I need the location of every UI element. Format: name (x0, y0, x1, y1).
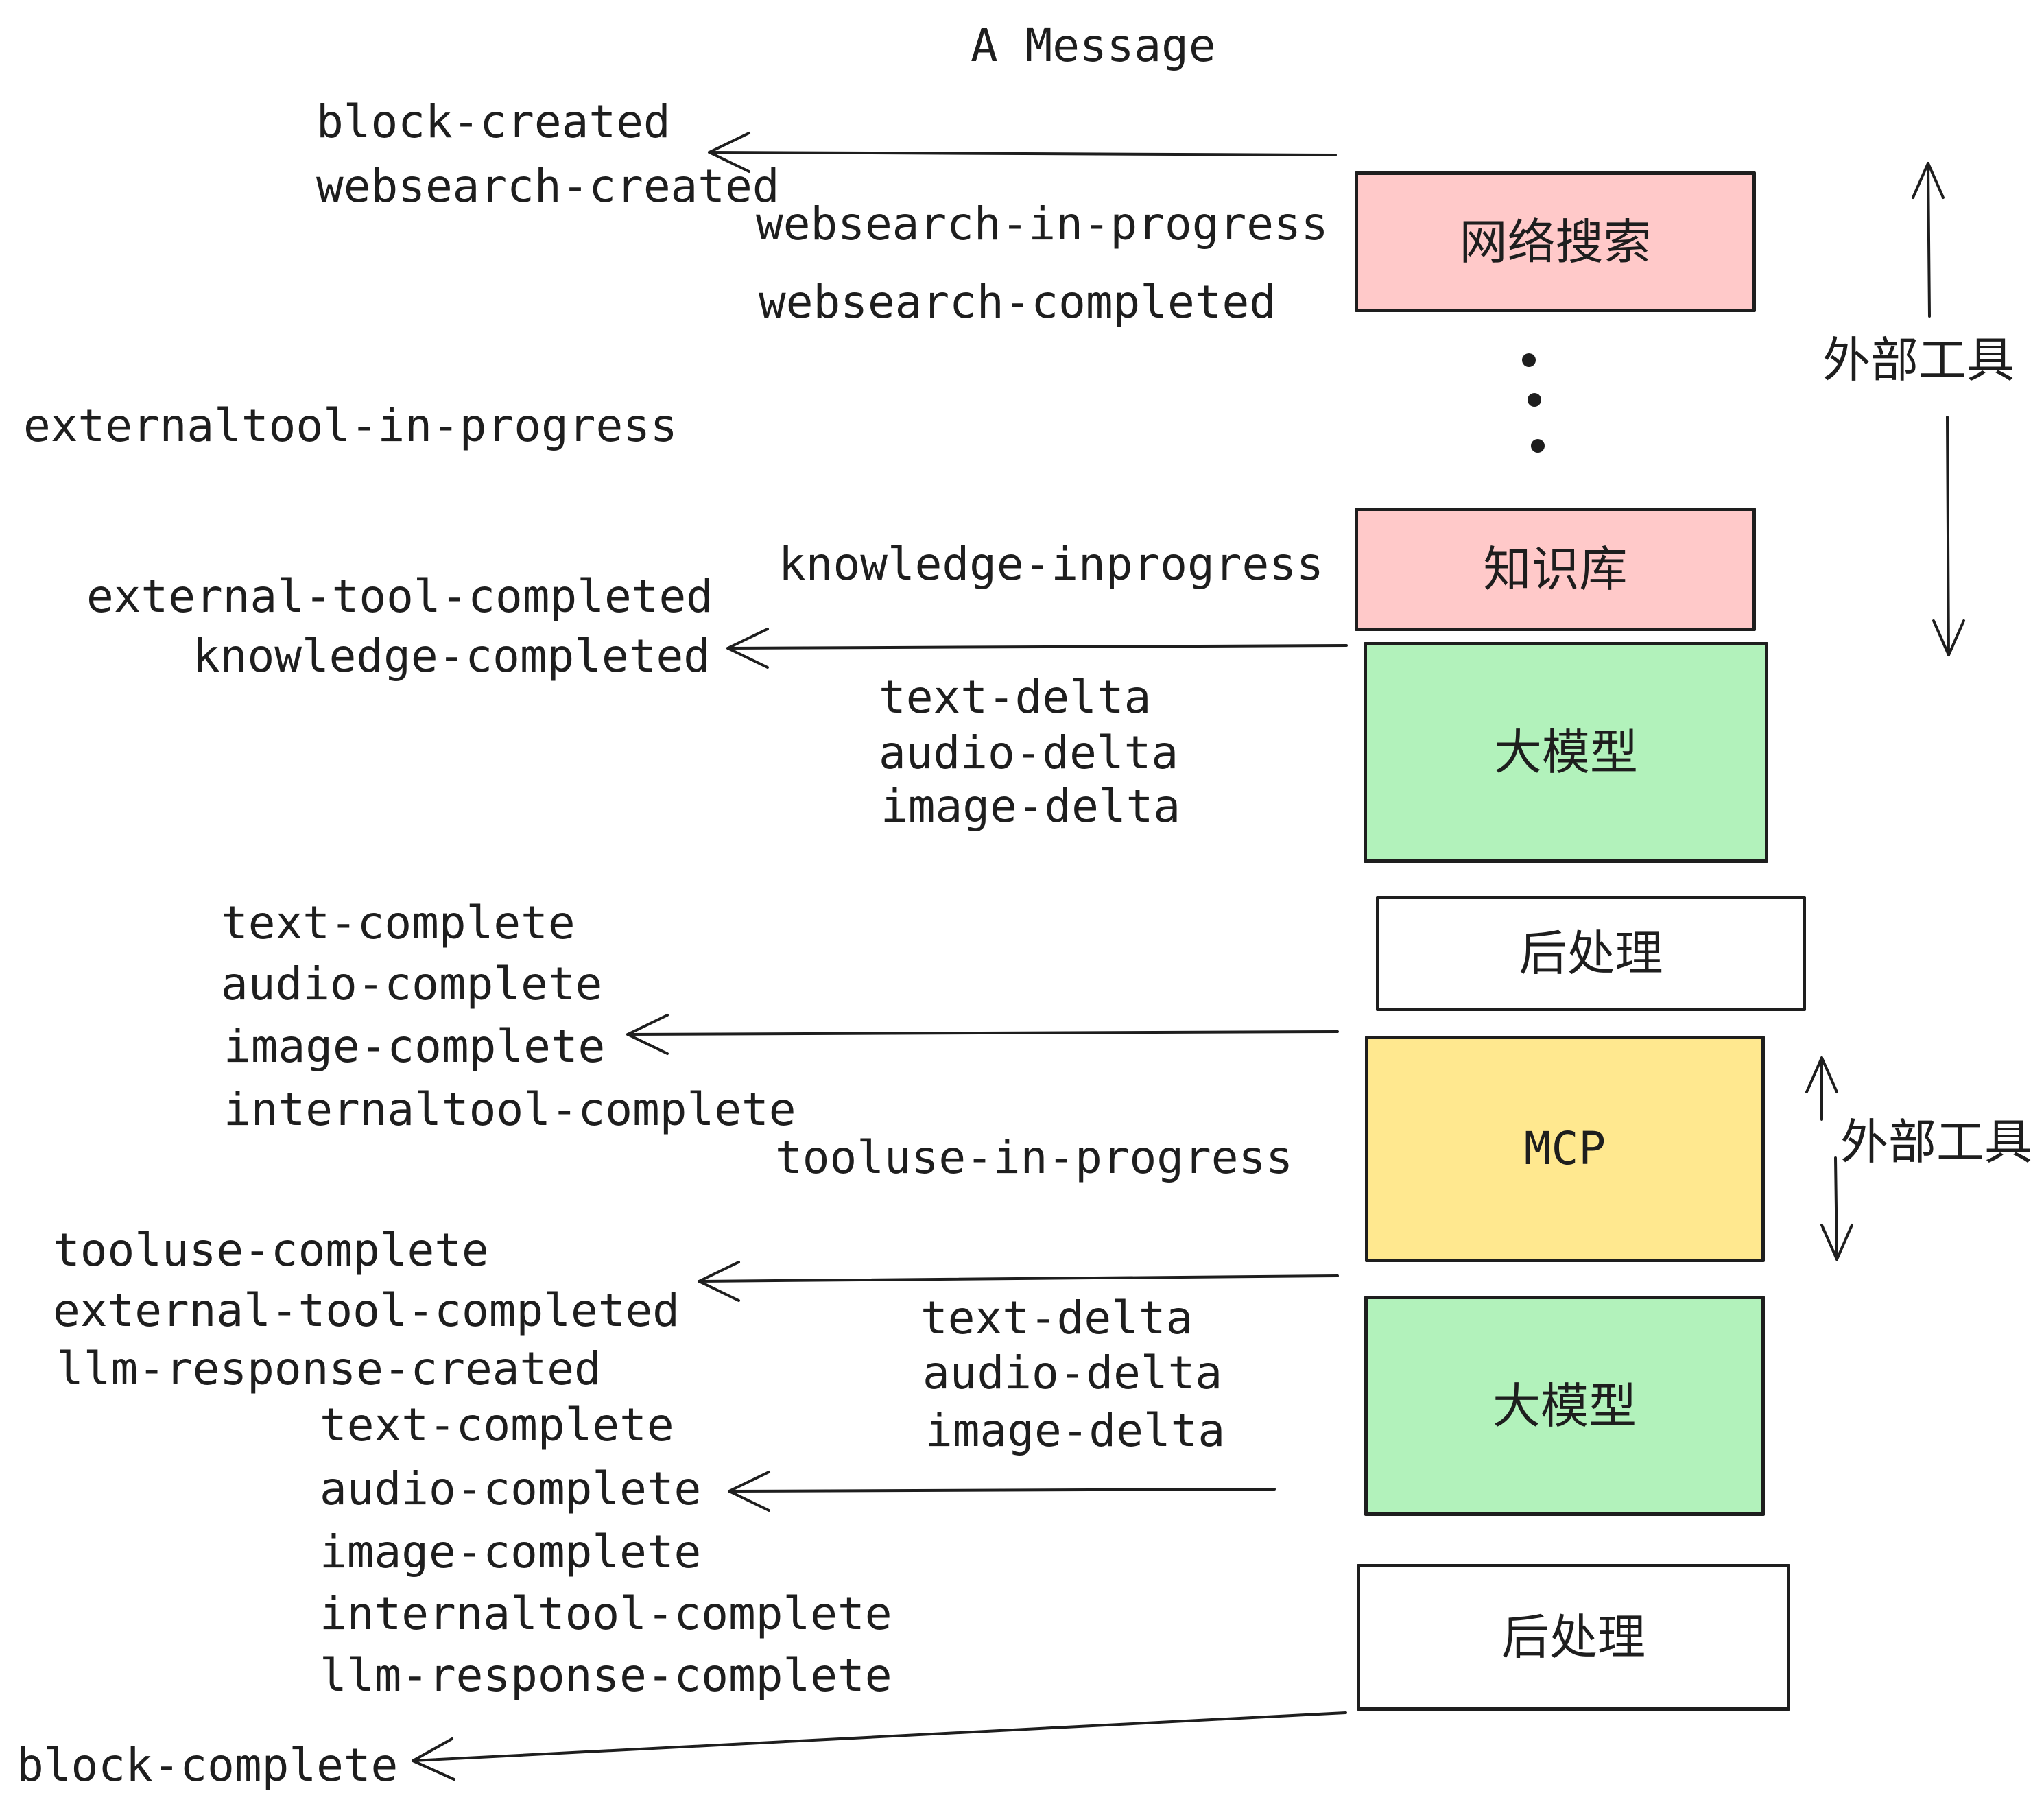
box-websearch: 网络搜索 (1355, 171, 1756, 312)
event-websearch-created: websearch-created (316, 160, 780, 213)
arrow-llm2-to-audio-complete (728, 1471, 1276, 1512)
event-block-complete: block-complete (16, 1739, 399, 1792)
box-postprocess-bottom: 后处理 (1357, 1564, 1790, 1711)
ellipsis-dots (1522, 353, 1545, 453)
event-websearch-completed: websearch-completed (759, 276, 1276, 329)
external-tool-down-arrow-bottom (1820, 1156, 1853, 1261)
event-external-tool-completed-1: external-tool-completed (86, 570, 713, 623)
box-postprocess-bottom-label: 后处理 (1501, 1611, 1645, 1664)
box-llm-top: 大模型 (1364, 642, 1768, 863)
event-audio-complete-1: audio-complete (221, 958, 603, 1010)
event-audio-delta-1: audio-delta (879, 726, 1179, 779)
event-internaltool-complete-1: internaltool-complete (224, 1083, 796, 1136)
event-block-created: block-created (316, 95, 671, 148)
external-tool-down-arrow-top (1932, 416, 1965, 656)
external-tools-label-top: 外部工具 (1822, 333, 2015, 387)
event-internaltool-complete-2: internaltool-complete (320, 1587, 892, 1640)
event-tooluse-in-progress: tooluse-in-progress (775, 1131, 1293, 1184)
page-title: A Message (971, 19, 1216, 72)
event-websearch-in-progress: websearch-in-progress (756, 198, 1329, 250)
event-llm-response-complete: llm-response-complete (320, 1649, 892, 1702)
box-knowledge: 知识库 (1355, 508, 1756, 631)
event-llm-response-created: llm-response-created (56, 1342, 602, 1395)
box-mcp-label: MCP (1523, 1122, 1606, 1175)
external-tool-up-arrow-top (1912, 162, 1945, 318)
arrow-llm-to-knowledge-completed (726, 628, 1348, 669)
event-knowledge-inprogress: knowledge-inprogress (779, 538, 1324, 591)
arrow-post2-to-block-complete (412, 1711, 1347, 1781)
event-text-delta-1: text-delta (879, 671, 1152, 724)
box-mcp: MCP (1365, 1036, 1765, 1262)
event-tooluse-complete: tooluse-complete (53, 1224, 489, 1277)
event-text-complete-1: text-complete (221, 897, 575, 949)
box-llm-bottom-label: 大模型 (1493, 1379, 1637, 1433)
box-knowledge-label: 知识库 (1483, 543, 1628, 596)
event-external-tool-completed-2: external-tool-completed (53, 1284, 680, 1337)
arrow-websearch-to-block-created (708, 132, 1337, 173)
arrow-post-to-image-complete (626, 1014, 1339, 1055)
event-externaltool-in-progress: externaltool-in-progress (23, 399, 678, 452)
box-llm-bottom: 大模型 (1364, 1296, 1765, 1516)
event-audio-delta-2: audio-delta (923, 1346, 1223, 1399)
event-image-delta-1: image-delta (881, 780, 1181, 833)
box-postprocess-top: 后处理 (1376, 896, 1806, 1011)
box-postprocess-top-label: 后处理 (1519, 927, 1663, 980)
external-tool-up-arrow-bottom (1805, 1056, 1838, 1121)
external-tools-label-bottom: 外部工具 (1840, 1115, 2032, 1169)
box-llm-top-label: 大模型 (1494, 726, 1638, 779)
box-websearch-label: 网络搜索 (1459, 215, 1652, 269)
event-image-complete-2: image-complete (320, 1526, 702, 1578)
event-knowledge-completed: knowledge-completed (193, 630, 711, 683)
event-audio-complete-2: audio-complete (320, 1462, 702, 1515)
event-text-complete-2: text-complete (320, 1399, 674, 1451)
event-image-complete-1: image-complete (224, 1020, 606, 1073)
event-text-delta-2: text-delta (920, 1292, 1193, 1344)
event-image-delta-2: image-delta (925, 1404, 1226, 1457)
